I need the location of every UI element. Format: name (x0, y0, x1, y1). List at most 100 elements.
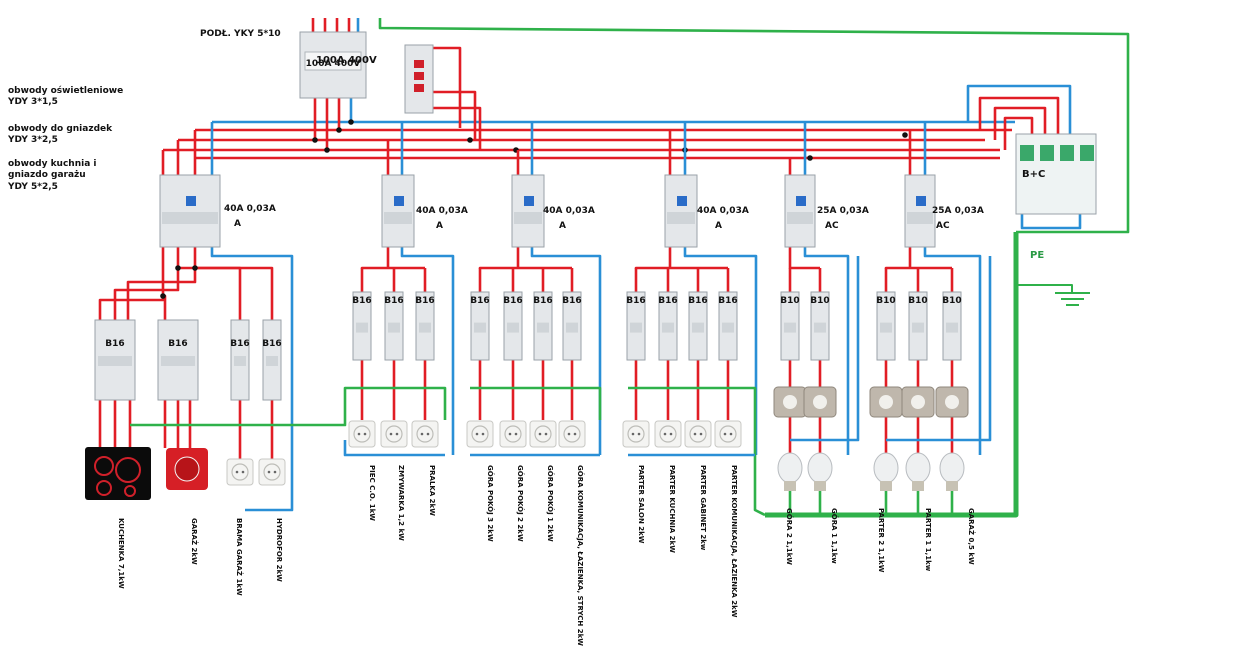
rcd-1 (159, 174, 221, 248)
breaker-label: B16 (384, 296, 403, 306)
breaker-lever (946, 322, 958, 333)
pe-main (765, 232, 1019, 518)
breaker-lever (356, 322, 368, 333)
loads (85, 386, 969, 500)
breaker-lever (784, 322, 796, 333)
pe-sockets (753, 420, 766, 517)
light-neutral (790, 256, 860, 442)
breaker-lever (98, 356, 132, 366)
rcd-3 (511, 174, 545, 248)
rcd-3-type: A (559, 221, 566, 232)
circuit-label: GÓRA POKÓJ 1 2kW (546, 465, 554, 542)
spd-module (1040, 145, 1054, 161)
spd-module (1060, 145, 1074, 161)
breaker-lever (662, 322, 674, 333)
circuit-label: PARTER KOMUNIKACJA, ŁAZIENKA 2kW (730, 465, 738, 618)
phase-distribution (478, 247, 572, 270)
breaker-lever (722, 322, 734, 333)
g1-phase (126, 247, 197, 320)
socket-pin (363, 432, 367, 436)
spd-neutral (966, 84, 1072, 135)
breaker-label: B16 (503, 296, 522, 306)
rcd-3-test-button (524, 196, 534, 206)
socket-hydrofor (258, 458, 286, 486)
light-bulb (873, 452, 899, 484)
breaker-label: B16 (262, 339, 281, 349)
rcd-2-lever (384, 212, 412, 224)
circuit-label: GÓRA POKÓJ 2 2kW (516, 465, 524, 542)
neutral-distribution (530, 247, 602, 455)
spd-l2 (993, 106, 1047, 140)
light-bulb-base (880, 481, 892, 491)
junction-dot (160, 293, 166, 299)
junction-dot (336, 127, 342, 133)
socket-face (719, 425, 737, 443)
circuit-label: HYDROFOR 2kW (275, 518, 283, 582)
socket-pin (420, 432, 424, 436)
socket-pin (514, 432, 518, 436)
breaker-label: B16 (168, 339, 187, 349)
rcd-4-lever (667, 212, 695, 224)
socket (684, 420, 712, 448)
rcd-2-rating: 40A 0,03A (416, 206, 468, 216)
rcd-6-test-button (916, 196, 926, 206)
socket-hydrofor-face (263, 463, 281, 481)
breaker-label: B16 (688, 296, 707, 306)
breaker-label: B16 (718, 296, 737, 306)
rcd-1-rating: 40A 0,03A (224, 204, 276, 214)
rcd-3-rating: 40A 0,03A (543, 206, 595, 216)
socket-pin (663, 432, 667, 436)
breaker-lever (566, 322, 578, 333)
socket-face (659, 425, 677, 443)
circuit-label: KUCHENKA 7,1kW (117, 518, 125, 589)
breaker-lever (692, 322, 704, 333)
rcd-5-test-button (796, 196, 806, 206)
legend-sockets-line2: YDY 3*2,5 (8, 135, 58, 146)
indicator-wire (432, 106, 482, 150)
neutral-distribution (400, 247, 455, 455)
socket-pin (544, 432, 548, 436)
neutral-distribution (683, 247, 758, 455)
rcd-4-type: A (715, 221, 722, 232)
breaker-lever (388, 322, 400, 333)
breaker-label: B16 (470, 296, 489, 306)
socket-face (504, 425, 522, 443)
breaker-label: B16 (105, 339, 124, 349)
pe-label: PE (1030, 250, 1045, 261)
cooktop-ring (115, 457, 141, 483)
legend-lighting-line1: obwody oświetleniowe (8, 86, 124, 96)
breaker-lever (537, 322, 549, 333)
cooktop (85, 447, 151, 500)
socket-pin (693, 432, 697, 436)
breaker-label: B16 (533, 296, 552, 306)
legend-kitchen-line2: gniazdo garażu (8, 170, 86, 181)
socket-face (534, 425, 552, 443)
socket (529, 420, 557, 448)
light-bulb-base (946, 481, 958, 491)
junction-dot (312, 137, 318, 143)
breaker-lever (814, 322, 826, 333)
socket-face (563, 425, 581, 443)
indicator-wire (420, 90, 477, 140)
socket-pin (723, 432, 727, 436)
socket-hydrofor-pin (267, 470, 271, 474)
socket-pin (538, 432, 542, 436)
socket-face (385, 425, 403, 443)
circuit-label: GÓRA KOMUNIKACJA, ŁAZIENKA, STRYCH 2kW (576, 465, 584, 646)
neutral-return (343, 440, 445, 457)
rcd-1-lever (162, 212, 218, 224)
legend-sockets-line1: obwody do gniazdek (8, 124, 113, 134)
breaker-label: B16 (230, 339, 249, 349)
legend-lighting: obwody oświetleniowe YDY 3*1,5 (8, 86, 123, 109)
socket-brama-face (231, 463, 249, 481)
breaker-lever (912, 322, 924, 333)
light-bulb (939, 452, 965, 484)
spd-label: B+C (1022, 169, 1046, 180)
g1-phase (178, 266, 242, 320)
breaker-label: B10 (780, 296, 799, 306)
legend-kitchen-line3: YDY 5*2,5 (8, 181, 58, 192)
socket-pin (567, 432, 571, 436)
